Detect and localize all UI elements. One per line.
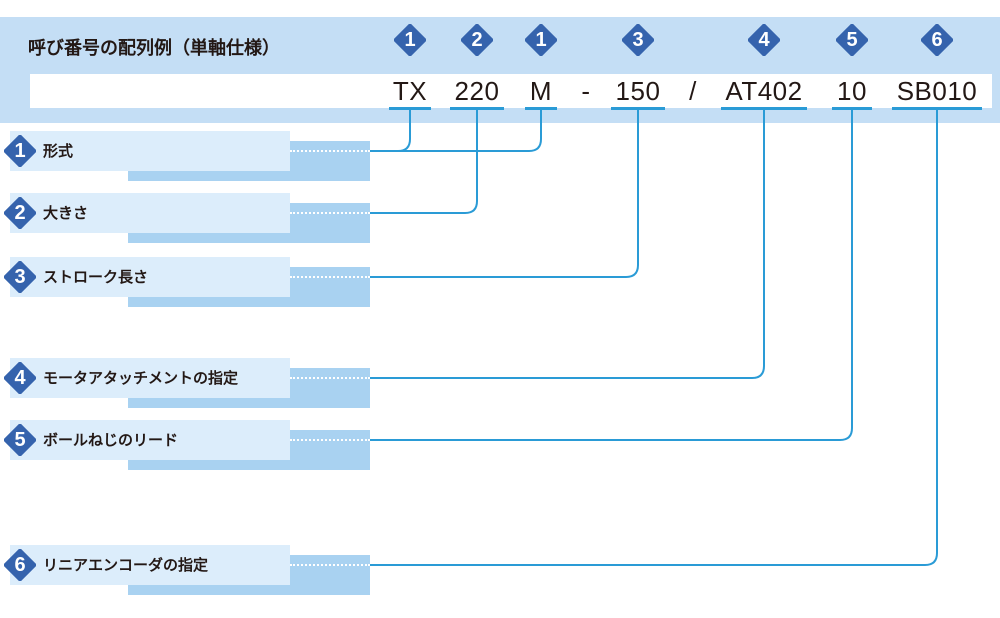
spec-item-label: ボールねじのリード <box>43 431 179 449</box>
label-box <box>10 358 290 398</box>
connector-line <box>370 109 542 152</box>
dotted-leader <box>290 439 370 441</box>
label-box <box>10 257 290 297</box>
diamond-badge-icon <box>622 24 654 56</box>
connector-line <box>397 109 411 152</box>
code-strip <box>30 74 992 108</box>
item-badge: 6 <box>4 549 36 581</box>
diamond-badge-icon <box>394 24 426 56</box>
label-box <box>10 193 290 233</box>
diagram-title: 呼び番号の配列例（単軸仕様） <box>28 38 280 59</box>
code-separator: - <box>581 76 591 106</box>
spec-item-label: 形式 <box>43 142 74 160</box>
badge-number: 3 <box>14 266 26 288</box>
code-badge: 4 <box>748 24 780 56</box>
code-badge: 1 <box>394 24 426 56</box>
spec-item-label: 大きさ <box>43 204 89 222</box>
diamond-badge-icon <box>461 24 493 56</box>
diamond-badge-icon <box>921 24 953 56</box>
badge-number: 6 <box>14 554 26 576</box>
diamond-badge-icon <box>4 135 36 167</box>
badge-number: 3 <box>632 29 644 51</box>
item-badge: 3 <box>4 261 36 293</box>
connector-line <box>370 109 938 566</box>
connector-line <box>370 109 639 278</box>
item-badge: 1 <box>4 135 36 167</box>
badge-number: 4 <box>758 29 770 51</box>
label-box <box>10 420 290 460</box>
code-segment: SB010 <box>892 75 982 110</box>
code-segment: TX <box>389 75 431 110</box>
code-badge: 5 <box>836 24 868 56</box>
diamond-badge-icon <box>748 24 780 56</box>
diamond-badge-icon <box>4 197 36 229</box>
code-segment: M <box>525 75 557 110</box>
badge-number: 5 <box>14 429 26 451</box>
code-segment: AT402 <box>721 75 807 110</box>
diamond-badge-icon <box>4 261 36 293</box>
item-badge: 2 <box>4 197 36 229</box>
badge-number: 6 <box>931 29 943 51</box>
spec-item-label: モータアタッチメントの指定 <box>43 369 239 387</box>
dotted-leader <box>290 276 370 278</box>
badge-number: 1 <box>404 29 416 51</box>
code-badge: 3 <box>622 24 654 56</box>
item-badge: 5 <box>4 424 36 456</box>
item-badge: 4 <box>4 362 36 394</box>
badge-number: 2 <box>471 29 483 51</box>
badge-number: 1 <box>535 29 547 51</box>
dotted-leader <box>290 377 370 379</box>
connector-line <box>370 109 478 214</box>
code-segment: 150 <box>611 75 665 110</box>
dotted-leader <box>290 150 370 152</box>
diamond-badge-icon <box>4 549 36 581</box>
diamond-badge-icon <box>4 424 36 456</box>
diamond-badge-icon <box>4 362 36 394</box>
spec-item-label: リニアエンコーダの指定 <box>43 556 209 574</box>
label-box <box>10 545 290 585</box>
dotted-leader <box>290 564 370 566</box>
code-badge: 6 <box>921 24 953 56</box>
diamond-badge-icon <box>836 24 868 56</box>
label-box <box>10 131 290 171</box>
badge-number: 1 <box>14 140 26 162</box>
dotted-leader <box>290 212 370 214</box>
badge-number: 2 <box>14 202 26 224</box>
connector-line <box>370 109 853 441</box>
code-segment: 10 <box>832 75 872 110</box>
diamond-badge-icon <box>525 24 557 56</box>
spec-item-label: ストローク長さ <box>43 268 149 286</box>
code-badge: 1 <box>525 24 557 56</box>
badge-number: 5 <box>846 29 858 51</box>
badge-number: 4 <box>14 367 26 389</box>
code-segment: 220 <box>450 75 504 110</box>
connector-line <box>370 109 765 379</box>
code-separator: / <box>689 76 697 106</box>
code-badge: 2 <box>461 24 493 56</box>
